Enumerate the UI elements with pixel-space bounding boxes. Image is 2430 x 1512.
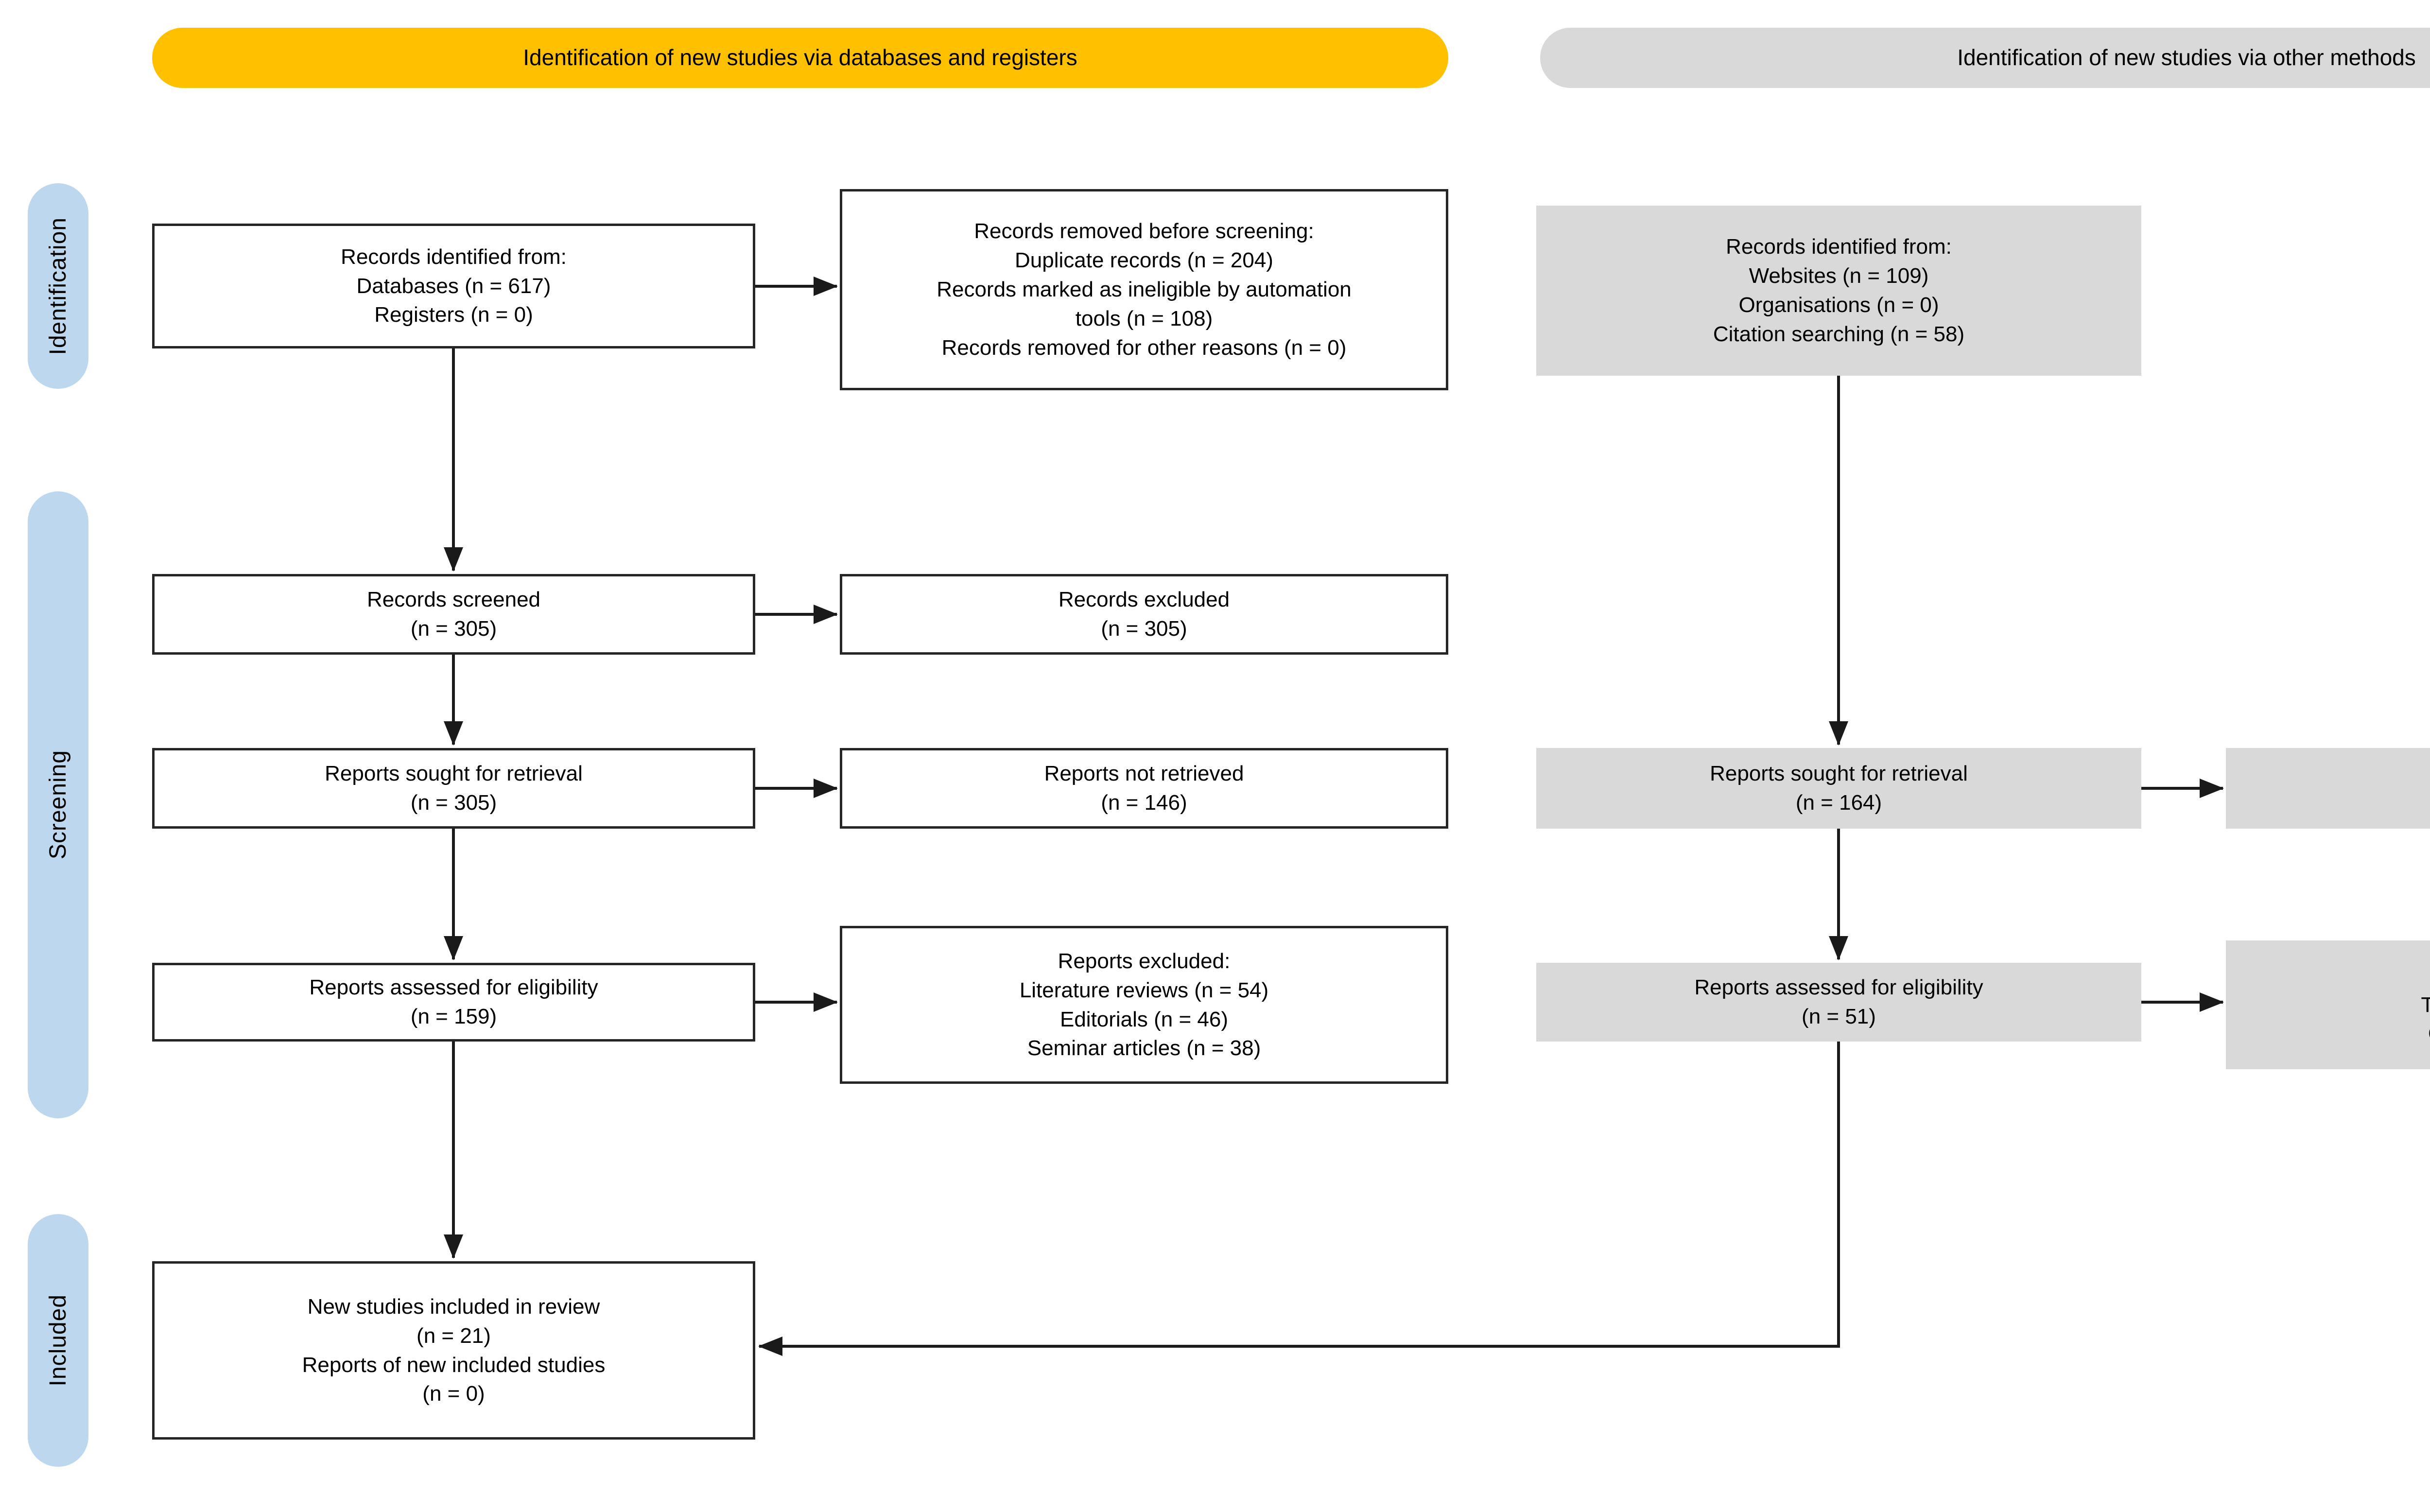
box-new-studies-included: New studies included in review (n = 21) … [152,1261,755,1440]
box-reports-assessed-databases-text: Reports assessed for eligibility (n = 15… [309,975,598,1028]
box-records-identified-other: Records identified from: Websites (n = 1… [1536,206,2141,376]
stage-label-identification: Identification [45,217,71,355]
box-reports-not-retrieved-databases-text: Reports not retrieved (n = 146) [1044,762,1244,815]
box-reports-sought-other: Reports sought for retrieval (n = 164) [1536,748,2141,829]
box-records-identified-other-text: Records identified from: Websites (n = 1… [1713,235,1965,346]
box-reports-assessed-databases: Reports assessed for eligibility (n = 15… [152,963,755,1042]
box-reports-not-retrieved-databases: Reports not retrieved (n = 146) [840,748,1448,829]
box-records-removed-before-screening: Records removed before screening: Duplic… [840,189,1448,390]
box-records-excluded: Records excluded (n = 305) [840,574,1448,655]
box-reports-sought-other-text: Reports sought for retrieval (n = 164) [1710,762,1968,815]
box-records-excluded-text: Records excluded (n = 305) [1058,588,1230,641]
box-records-screened: Records screened (n = 305) [152,574,755,655]
header-other-methods: Identification of new studies via other … [1540,28,2430,88]
stage-bar-screening: Screening [28,491,88,1118]
header-databases-registers-label: Identification of new studies via databa… [523,45,1077,70]
box-records-identified-databases-text: Records identified from: Databases (n = … [341,244,567,327]
box-records-screened-text: Records screened (n = 305) [366,588,541,641]
box-reports-excluded-other-text: Reports excluded: Thesis articles (n = 3… [2421,992,2430,1046]
box-reports-excluded-databases-text: Reports excluded: Literature reviews (n … [1019,949,1269,1060]
box-reports-sought-databases-text: Reports sought for retrieval (n = 305) [325,762,583,815]
box-reports-assessed-other-text: Reports assessed for eligibility (n = 51… [1694,975,1983,1028]
header-other-methods-label: Identification of new studies via other … [1957,45,2416,70]
box-reports-sought-databases: Reports sought for retrieval (n = 305) [152,748,755,829]
stage-bar-included: Included [28,1214,88,1467]
header-databases-registers: Identification of new studies via databa… [152,28,1448,88]
stage-label-included: Included [45,1294,71,1387]
box-reports-excluded-other: Reports excluded: Thesis articles (n = 3… [2226,940,2430,1069]
box-records-removed-before-screening-text: Records removed before screening: Duplic… [937,219,1352,360]
stage-bar-identification: Identification [28,183,88,389]
box-reports-not-retrieved-other: Reports not retrieved (n = 113) [2226,748,2430,829]
box-reports-assessed-other: Reports assessed for eligibility (n = 51… [1536,963,2141,1042]
box-reports-excluded-databases: Reports excluded: Literature reviews (n … [840,926,1448,1084]
stage-label-screening: Screening [45,750,71,860]
box-new-studies-included-text: New studies included in review (n = 21) … [302,1294,606,1406]
box-records-identified-databases: Records identified from: Databases (n = … [152,224,755,348]
